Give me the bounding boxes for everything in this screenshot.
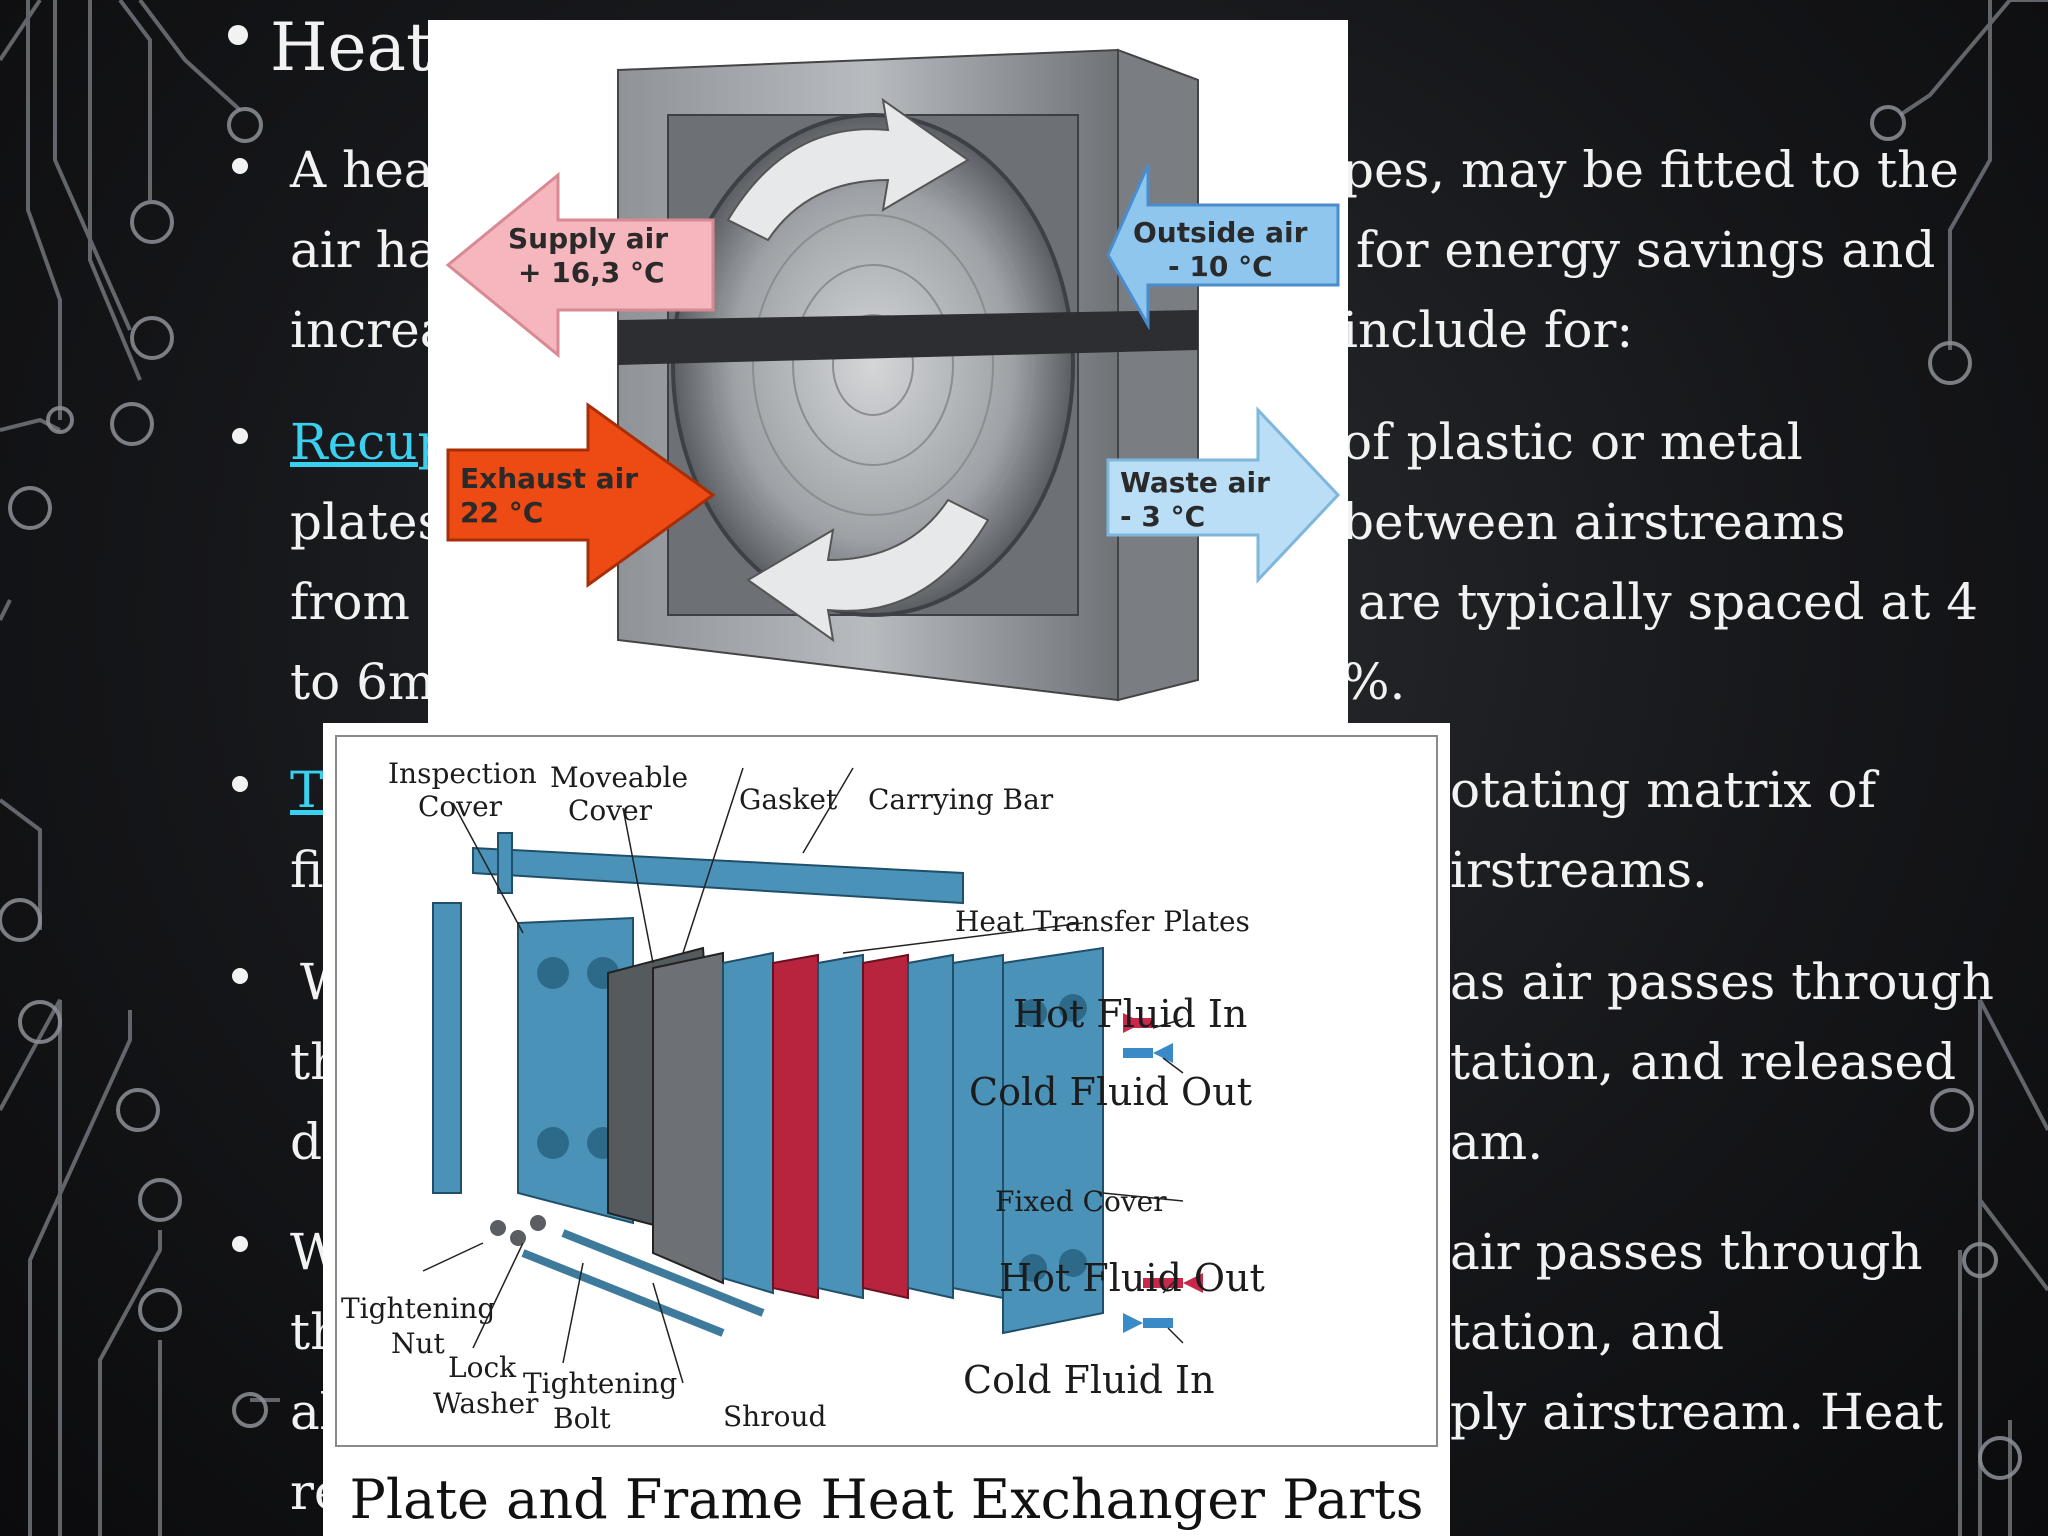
slide-title: Heat xyxy=(228,8,433,88)
body-text-line: tation, and released xyxy=(1450,1033,1957,1091)
label-carrying-bar: Carrying Bar xyxy=(868,783,1054,816)
diagram-frame xyxy=(335,735,1438,1447)
label-lock-washer-2: Washer xyxy=(433,1387,539,1420)
outside-air-arrow xyxy=(1106,164,1340,331)
bullet-dot xyxy=(232,158,248,174)
label-moveable-cover: Moveable xyxy=(550,761,688,794)
body-text-line: from xyxy=(290,573,410,631)
support-column xyxy=(432,902,462,1194)
body-text-line: tation, and xyxy=(1450,1303,1725,1361)
label-hot-fluid-in: Hot Fluid In xyxy=(1013,992,1247,1036)
body-text-line: fi xyxy=(290,841,324,899)
exhaust-air-temp: 22 °C xyxy=(460,496,543,529)
title-bullet-dot xyxy=(228,25,248,45)
supply-air-temp: + 16,3 °C xyxy=(518,256,665,289)
label-heat-transfer-plates: Heat Transfer Plates xyxy=(955,905,1250,938)
bullet-dot xyxy=(232,776,248,792)
bullet-dot xyxy=(232,428,248,444)
label-lock-washer: Lock xyxy=(448,1351,517,1384)
body-text-line: am. xyxy=(1450,1113,1544,1171)
body-text-line: pes, may be fitted to the xyxy=(1342,141,1959,199)
fluid-flow-arrows xyxy=(1123,1013,1203,1333)
body-text-line: to 6mi xyxy=(290,653,452,711)
waste-air-label: Waste air xyxy=(1120,466,1270,499)
slide-title-text: Heat xyxy=(270,9,433,86)
rotation-arrow-icon xyxy=(726,97,970,242)
body-text-line: between airstreams xyxy=(1342,493,1846,551)
label-tightening-nut-2: Nut xyxy=(391,1327,446,1360)
divider-bar xyxy=(618,310,1198,365)
outside-air-temp: - 10 °C xyxy=(1168,250,1273,283)
body-text-line: for energy savings and xyxy=(1356,221,1936,279)
housing-front xyxy=(1117,48,1199,702)
label-tightening-nut: Tightening xyxy=(341,1292,495,1325)
body-text-line: irstreams. xyxy=(1450,841,1708,899)
label-inspection-cover: Inspection xyxy=(388,757,537,790)
thermal-wheel-link[interactable]: T xyxy=(290,761,324,819)
rotation-arrow-icon xyxy=(746,498,990,643)
carrying-bar xyxy=(472,846,964,905)
body-text-line: as air passes through xyxy=(1450,953,1994,1011)
body-text-line: plates xyxy=(290,493,444,551)
label-gasket: Gasket xyxy=(739,783,838,816)
body-text-line: d xyxy=(290,1113,323,1171)
supply-air-arrow xyxy=(445,171,715,359)
tightening-bolt xyxy=(521,1249,725,1337)
exhaust-air-arrow xyxy=(446,402,716,588)
label-hot-fluid-out: Hot Fluid Out xyxy=(999,1256,1265,1300)
waste-air-arrow xyxy=(1106,406,1341,584)
label-cold-fluid-out: Cold Fluid Out xyxy=(969,1070,1252,1114)
bullet-dot xyxy=(232,1236,248,1252)
recuperator-link[interactable]: Recup xyxy=(290,413,450,471)
outside-air-label: Outside air xyxy=(1133,216,1308,249)
label-inspection-cover-2: Cover xyxy=(418,790,503,823)
body-text-line: ply airstream. Heat xyxy=(1450,1383,1944,1441)
exhaust-air-label: Exhaust air xyxy=(460,462,638,495)
plate-frame-heat-exchanger-image: Inspection Cover Moveable Cover Gasket C… xyxy=(323,723,1450,1536)
tightening-bolt xyxy=(561,1229,765,1317)
label-shroud: Shroud xyxy=(723,1400,826,1433)
body-text-line: air passes through xyxy=(1450,1223,1923,1281)
rotor-wheel xyxy=(671,113,1075,617)
body-text-line: A heat xyxy=(290,141,454,199)
body-text-line: are typically spaced at 4 xyxy=(1358,573,1979,631)
label-fixed-cover: Fixed Cover xyxy=(995,1185,1167,1218)
label-cold-fluid-in: Cold Fluid In xyxy=(963,1358,1215,1402)
rotary-heat-wheel-image: Supply air + 16,3 °C Outside air - 10 °C… xyxy=(428,20,1348,725)
body-text-line: otating matrix of xyxy=(1450,761,1877,819)
supply-air-label: Supply air xyxy=(508,222,668,255)
body-text-line: %. xyxy=(1342,653,1406,711)
body-text-line: include for: xyxy=(1342,301,1634,359)
body-text-line: of plastic or metal xyxy=(1342,413,1803,471)
diagram-caption: Plate and Frame Heat Exchanger Parts xyxy=(349,1468,1424,1531)
label-moveable-cover-2: Cover xyxy=(568,794,653,827)
heat-transfer-plates xyxy=(652,951,1004,1300)
fixed-cover-plate xyxy=(1002,946,1104,1335)
waste-air-temp: - 3 °C xyxy=(1120,500,1205,533)
label-tightening-bolt-2: Bolt xyxy=(553,1402,611,1435)
bullet-dot xyxy=(232,968,248,984)
label-tightening-bolt: Tightening xyxy=(523,1367,677,1400)
